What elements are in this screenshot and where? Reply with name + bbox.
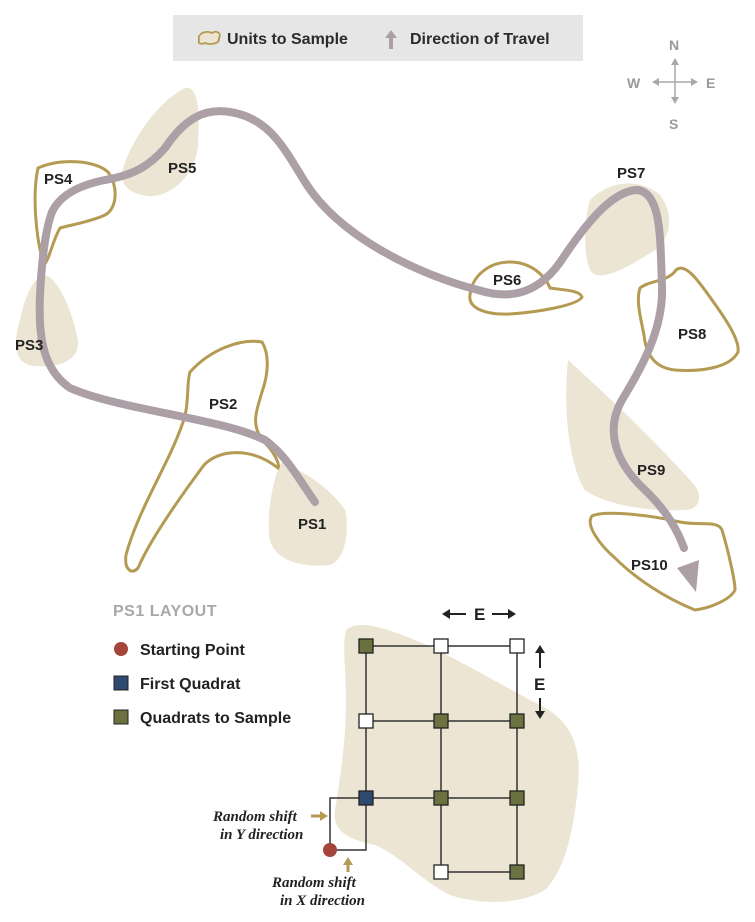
shift-x-line1: Random shift [271, 875, 357, 891]
unit-label-ps4: PS4 [44, 171, 73, 188]
unit-fill-ps3 [15, 275, 79, 367]
random-shift-y-line [329, 797, 366, 850]
spacing-v-label: E [534, 675, 545, 694]
shift-x-arrow-icon [343, 857, 353, 872]
layout-title: PS1 LAYOUT [113, 603, 217, 620]
key-first-label: First Quadrat [140, 676, 241, 693]
key-start-label: Starting Point [140, 642, 246, 659]
unit-outline-ps4 [33, 160, 117, 269]
compass-south-arrow-icon [671, 97, 679, 104]
key-start-point-icon [114, 642, 128, 656]
unit-label-ps10: PS10 [631, 557, 668, 574]
unit-label-ps3: PS3 [15, 337, 43, 354]
unit-fill-ps9 [566, 360, 700, 511]
unit-swatch-icon [197, 30, 221, 45]
unit-label-ps1: PS1 [298, 516, 326, 533]
legend-direction-label: Direction of Travel [410, 31, 550, 48]
unit-outlines [33, 160, 740, 612]
spacing-h-label: E [474, 605, 485, 624]
travel-arrowhead-icon [677, 560, 699, 592]
spacing-left-arrow-icon [442, 609, 450, 619]
quadrat-sample [433, 713, 449, 729]
spacing-right-arrow-icon [508, 609, 516, 619]
unit-label-ps6: PS6 [493, 272, 521, 289]
shift-y-line2: in Y direction [220, 827, 303, 843]
compass-east-arrow-icon [691, 78, 698, 86]
quadrat-sample [358, 638, 374, 654]
spacing-down-arrow-icon [535, 711, 545, 719]
key-sample-label: Quadrats to Sample [140, 710, 291, 727]
quadrats [358, 638, 525, 880]
shift-y-arrow-icon [311, 811, 328, 821]
compass-n: N [669, 37, 679, 53]
unit-label-ps5: PS5 [168, 160, 196, 177]
quadrat-sample [509, 713, 525, 729]
direction-arrow-icon [385, 30, 397, 49]
shift-x-line2: in X direction [280, 893, 365, 909]
quadrat-sample [509, 864, 525, 880]
unit-label-ps7: PS7 [617, 165, 645, 182]
spacing-up-arrow-icon [535, 645, 545, 653]
spacing-vertical [535, 645, 545, 719]
compass-w: W [627, 75, 641, 91]
unit-label-ps8: PS8 [678, 326, 706, 343]
unit-outline-ps8 [636, 266, 740, 372]
key-sample-quadrat-icon [113, 709, 129, 725]
starting-point [323, 843, 337, 857]
unit-outline-ps2 [124, 339, 280, 573]
spacing-horizontal [442, 609, 516, 619]
unit-outline-ps6 [468, 260, 584, 316]
unit-label-ps2: PS2 [209, 396, 237, 413]
legend: Units to Sample Direction of Travel [173, 15, 583, 61]
compass-north-arrow-icon [671, 58, 679, 65]
key-first-quadrat-icon [113, 675, 129, 691]
unit-outline-ps10 [588, 511, 737, 612]
ps1-layout-unit-shape [334, 625, 579, 902]
compass-s: S [669, 116, 678, 132]
unit-fill-ps5 [121, 87, 199, 197]
quadrat-empty [433, 864, 449, 880]
unit-label-ps9: PS9 [637, 462, 665, 479]
legend-background [173, 15, 583, 61]
unit-fill-ps1 [268, 462, 347, 566]
travel-path [35, 107, 688, 552]
compass-rose [652, 58, 698, 104]
quadrat-empty [433, 638, 449, 654]
quadrat-sample [509, 790, 525, 806]
compass-e: E [706, 75, 715, 91]
random-shift-x-line [330, 798, 367, 851]
compass-west-arrow-icon [652, 78, 659, 86]
legend-units-label: Units to Sample [227, 31, 348, 48]
quadrat-first [358, 790, 374, 806]
quadrat-sample [433, 790, 449, 806]
shift-y-line1: Random shift [212, 809, 298, 825]
quadrat-empty [509, 638, 525, 654]
unit-fills [15, 87, 700, 566]
quadrat-empty [358, 713, 374, 729]
